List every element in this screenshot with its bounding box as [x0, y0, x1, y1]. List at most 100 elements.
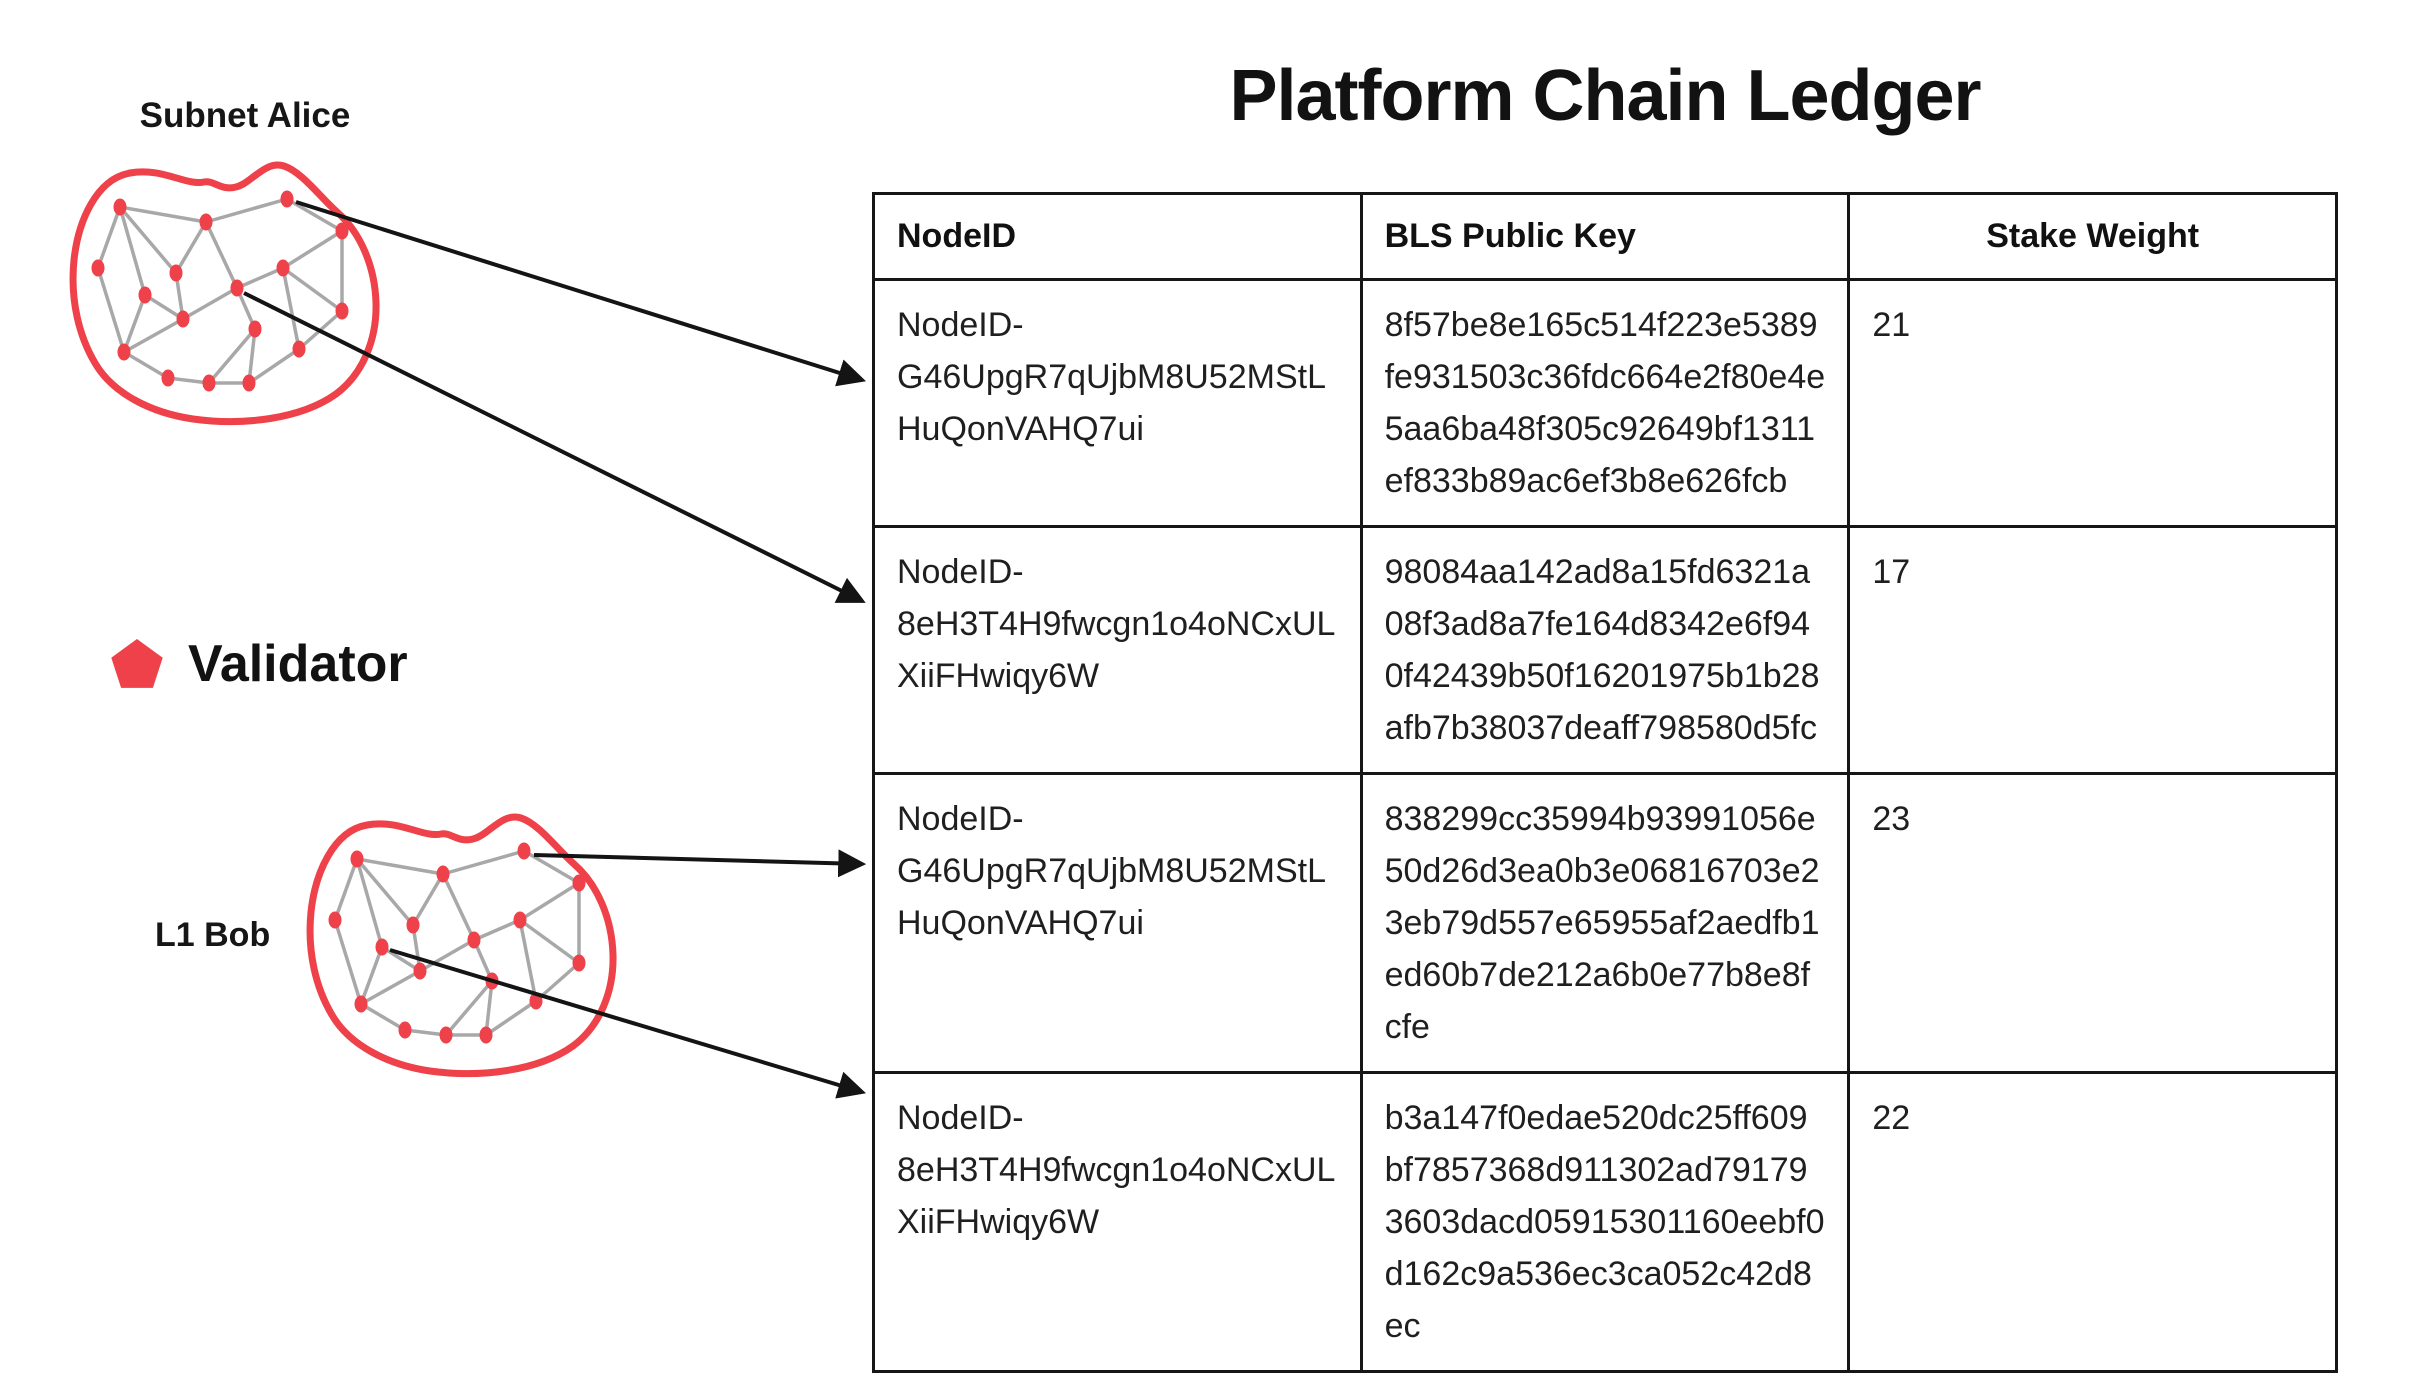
p2p-edge [355, 857, 415, 927]
p2p-edge [236, 266, 284, 290]
p2p-edge [205, 197, 288, 224]
validator-node [406, 916, 420, 934]
diagram-canvas [69, 161, 867, 1099]
p2p-edge [519, 881, 580, 922]
nodeid-cell: NodeID-G46UpgR7qUjbM8U52MStLHuQonVAHQ7ui [872, 278, 1363, 528]
p2p-edge [518, 918, 581, 965]
p2p-edge [518, 919, 538, 1002]
validator-node [572, 874, 586, 892]
p2p-edge [441, 873, 476, 941]
column-header-stake-weight: Stake Weight [1847, 192, 2338, 281]
p2p-edge [381, 945, 421, 973]
p2p-edge [123, 317, 184, 354]
validator-node [439, 1026, 453, 1044]
nodeid-cell: NodeID-G46UpgR7qUjbM8U52MStLHuQonVAHQ7ui [872, 772, 1363, 1074]
validator-node [161, 369, 175, 387]
mapping-arrow [389, 948, 867, 1099]
validator-node [436, 865, 450, 883]
platform-chain-diagram: { "title": "Platform Chain Ledger", "leg… [69, 56, 2338, 1373]
validator-node [467, 931, 481, 949]
validator-node [335, 302, 349, 320]
p2p-edge [355, 858, 384, 948]
p2p-edge [96, 206, 122, 269]
column-header-bls-public-key: BLS Public Key [1359, 192, 1851, 281]
p2p-edge [247, 328, 257, 384]
validator-node [230, 279, 244, 297]
validator-node [572, 954, 586, 972]
p2p-edge [523, 849, 580, 885]
validator-node [199, 213, 213, 231]
p2p-edge [333, 919, 363, 1005]
stake-weight-cell: 22 [1847, 1071, 2338, 1373]
validator-node [517, 842, 531, 860]
validator-networks [69, 161, 617, 1078]
validator-node [350, 850, 364, 868]
table-row: NodeID-8eH3T4H9fwcgn1o4oNCxULXiiFHwiqy6W… [872, 1071, 2338, 1373]
p2p-edge [485, 999, 537, 1037]
validator-node [169, 264, 183, 282]
p2p-edge [419, 938, 475, 973]
p2p-edge [123, 350, 169, 380]
p2p-edge [248, 347, 300, 385]
mapping-arrow [533, 849, 867, 878]
validator-node [242, 374, 256, 392]
p2p-edge [333, 858, 359, 921]
p2p-edge [207, 327, 257, 385]
p2p-edge [144, 293, 184, 321]
p2p-edge [411, 873, 445, 926]
validator-node [479, 1026, 493, 1044]
l1-bob-network [306, 813, 617, 1078]
p2p-edge [360, 969, 421, 1006]
p2p-edge [444, 979, 494, 1037]
validator-node [375, 938, 389, 956]
column-header-nodeid: NodeID [872, 192, 1363, 281]
p2p-edge [167, 376, 210, 385]
p2p-edge [118, 206, 147, 296]
validator-node [117, 343, 131, 361]
validator-node [113, 198, 127, 216]
subnet-alice-network [69, 161, 380, 426]
validator-node [328, 911, 342, 929]
p2p-edge [356, 857, 444, 876]
p2p-edge [281, 267, 301, 350]
bls-public-key-cell: b3a147f0edae520dc25ff609bf7857368d911302… [1359, 1071, 1851, 1373]
mapping-arrow [243, 291, 866, 603]
table-row: NodeID-G46UpgR7qUjbM8U52MStLHuQonVAHQ7ui… [872, 278, 2338, 528]
p2p-edge [174, 221, 208, 274]
p2p-edge [282, 229, 343, 270]
p2p-edge [359, 946, 384, 1005]
platform-chain-ledger-table: NodeID BLS Public Key Stake Weight NodeI… [872, 192, 2338, 1373]
validator-node [276, 259, 290, 277]
bls-public-key-cell: 98084aa142ad8a15fd6321a08f3ad8a7fe164d83… [1359, 525, 1851, 775]
p2p-edge [360, 1002, 406, 1032]
p2p-edge [281, 266, 344, 313]
validator-node [398, 1021, 412, 1039]
table-row: NodeID-G46UpgR7qUjbM8U52MStLHuQonVAHQ7ui… [872, 772, 2338, 1074]
table-row: NodeID-8eH3T4H9fwcgn1o4oNCxULXiiFHwiqy6W… [872, 525, 2338, 775]
table-header-row: NodeID BLS Public Key Stake Weight [872, 192, 2338, 281]
pentagon-icon [111, 639, 163, 688]
validator-node [335, 222, 349, 240]
stake-weight-cell: 21 [1847, 278, 2338, 528]
stake-weight-cell: 23 [1847, 772, 2338, 1074]
nodeid-cell: NodeID-8eH3T4H9fwcgn1o4oNCxULXiiFHwiqy6W [872, 525, 1363, 775]
p2p-edge [204, 221, 239, 289]
stake-weight-cell: 17 [1847, 525, 2338, 775]
p2p-edge [442, 849, 525, 876]
p2p-edge [404, 1028, 447, 1037]
validator-node [202, 374, 216, 392]
p2p-edge [119, 205, 207, 224]
validator-node [280, 190, 294, 208]
p2p-edge [182, 286, 238, 321]
validator-node [413, 962, 427, 980]
validator-node [248, 320, 262, 338]
mapping-arrows [243, 200, 867, 1099]
bls-public-key-cell: 8f57be8e165c514f223e5389fe931503c36fdc66… [1359, 278, 1851, 528]
p2p-edge [286, 197, 343, 233]
validator-node [138, 286, 152, 304]
validator-node [292, 340, 306, 358]
p2p-edge [473, 918, 521, 942]
validator-node [513, 911, 527, 929]
nodeid-cell: NodeID-8eH3T4H9fwcgn1o4oNCxULXiiFHwiqy6W [872, 1071, 1363, 1373]
validator-node [91, 259, 105, 277]
